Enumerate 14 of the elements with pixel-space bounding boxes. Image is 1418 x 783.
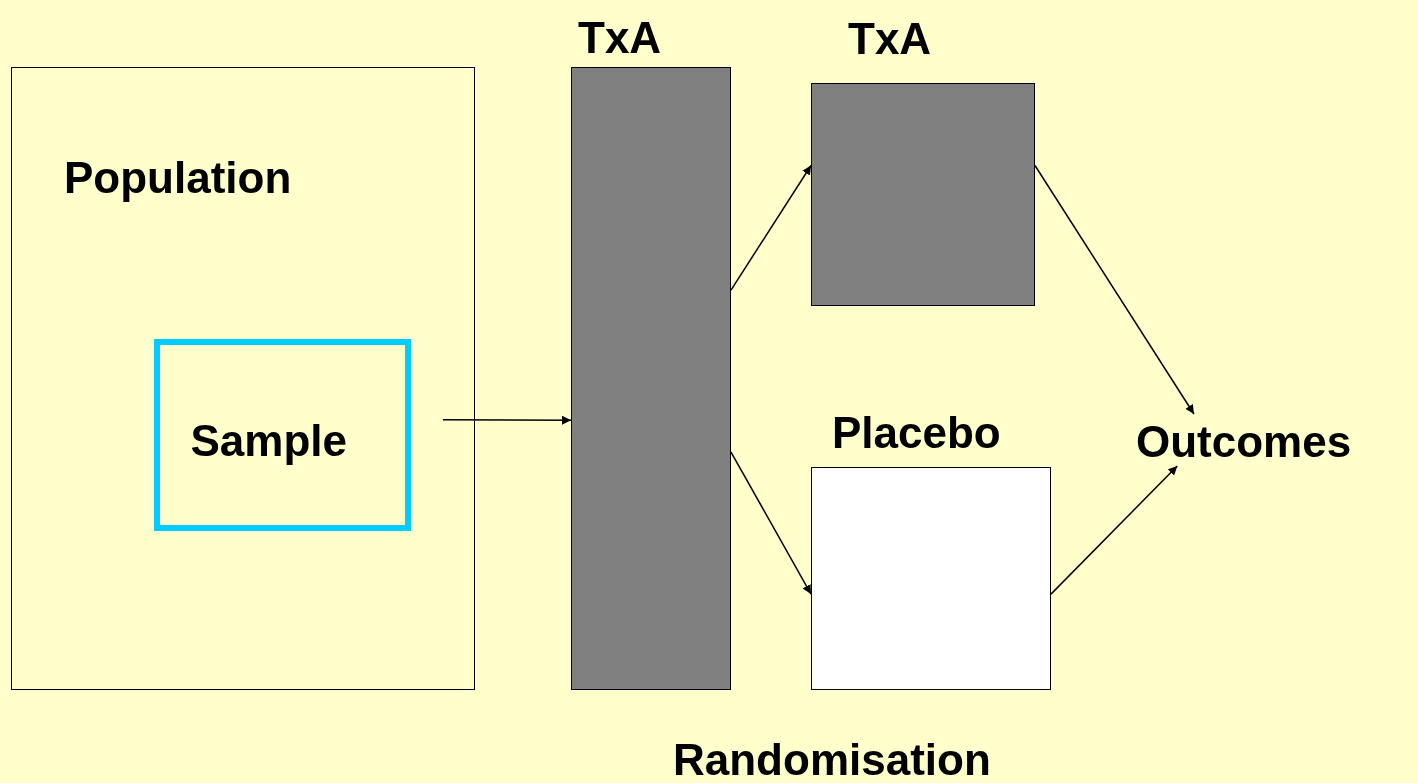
arrow <box>1050 465 1178 595</box>
node-label: Outcomes <box>1136 420 1352 464</box>
node-label: Randomisation <box>673 738 991 782</box>
arrow <box>442 415 572 425</box>
arrow <box>730 451 812 595</box>
arrow <box>730 164 812 291</box>
node-label: Sample <box>190 418 347 463</box>
node-label: TxA <box>578 16 662 60</box>
node-label: Population <box>64 156 292 200</box>
sample-box <box>153 338 411 531</box>
arrow <box>1034 164 1195 415</box>
node-label: TxA <box>848 17 932 61</box>
node-label: Placebo <box>832 411 1001 455</box>
population-box <box>11 67 475 690</box>
